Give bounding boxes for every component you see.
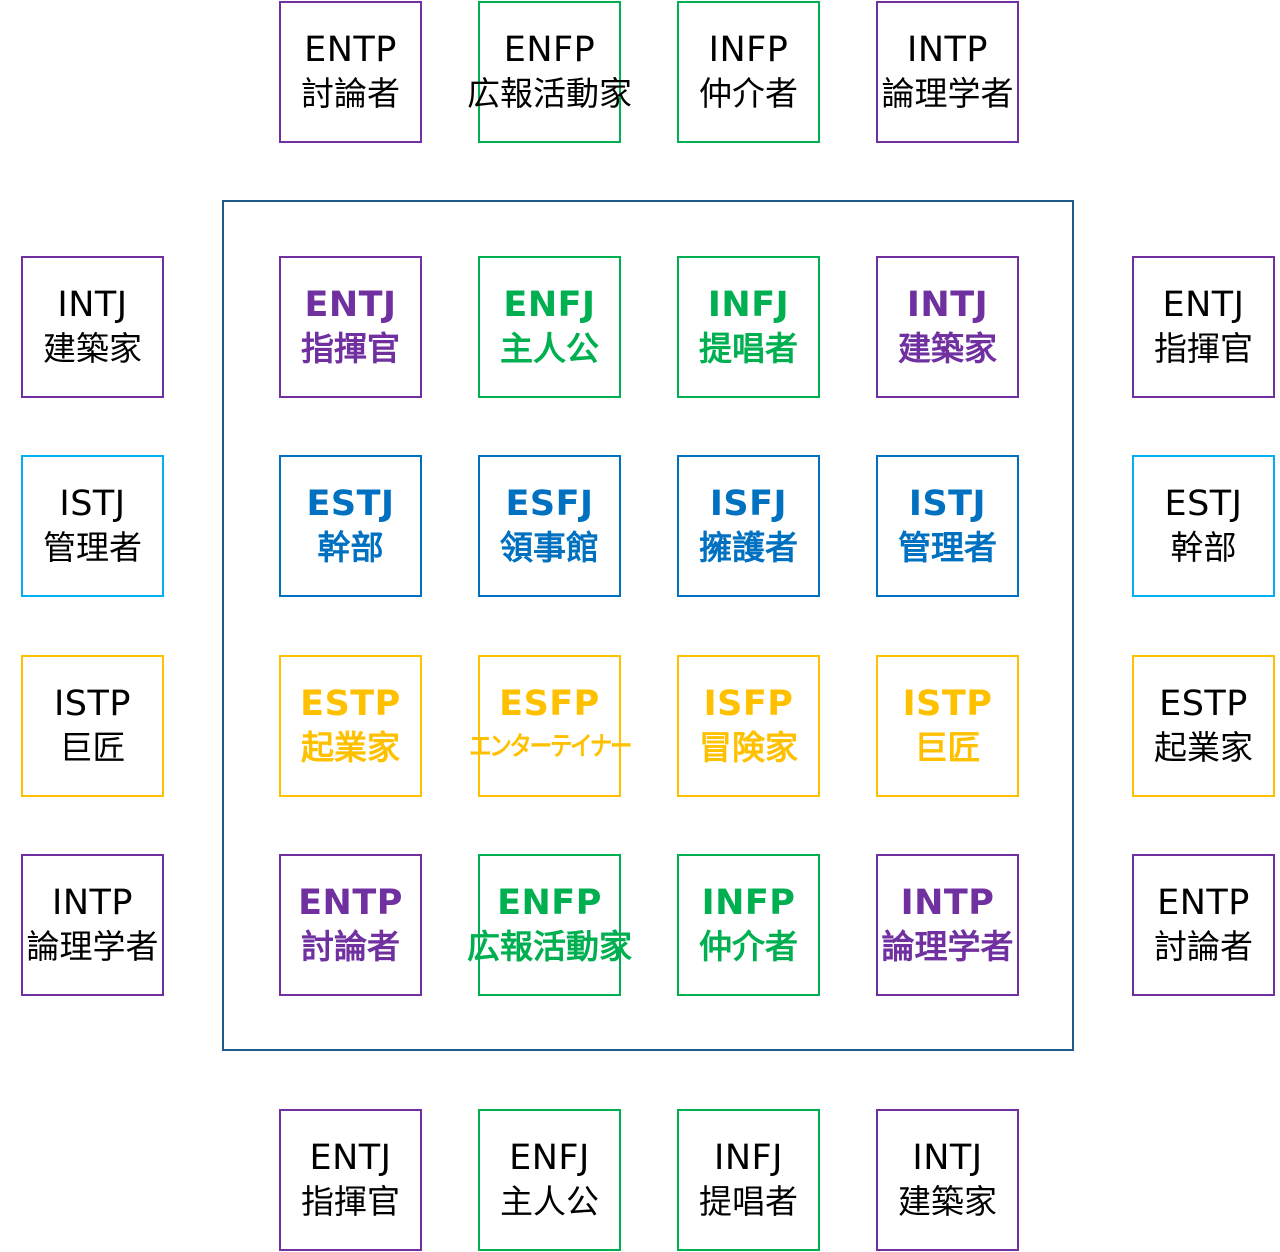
type-name: 管理者	[43, 528, 142, 567]
type-name: 提唱者	[699, 1182, 798, 1221]
type-code: ISTJ	[59, 484, 126, 524]
type-code: INTJ	[906, 285, 989, 325]
type-name: 論理学者	[881, 74, 1014, 113]
type-card-esfj-center: ESFJ 領事館	[478, 455, 621, 597]
type-name: 管理者	[898, 528, 997, 567]
type-card-istp-center: ISTP 巨匠	[876, 655, 1019, 797]
type-name: 建築家	[43, 329, 142, 368]
type-card-intp-top: INTP 論理学者	[876, 1, 1019, 143]
type-card-isfp-center: ISFP 冒険家	[677, 655, 820, 797]
type-code: ENTJ	[309, 1138, 392, 1178]
type-code: ISFJ	[709, 484, 788, 524]
type-code: ENTJ	[304, 285, 397, 325]
type-card-enfj-center: ENFJ 主人公	[478, 256, 621, 398]
type-card-istj-left: ISTJ 管理者	[21, 455, 164, 597]
type-code: INFJ	[707, 285, 790, 325]
type-card-esfp-center: ESFP エンターテイナー	[469, 655, 632, 797]
type-name: 建築家	[898, 329, 997, 368]
type-code: ENTJ	[1162, 285, 1245, 325]
type-name: 巨匠	[914, 728, 981, 767]
type-code: INTJ	[57, 285, 128, 325]
type-code: ISTP	[902, 684, 993, 724]
type-card-intp-left: INTP 論理学者	[21, 854, 164, 996]
type-name: 領事館	[500, 528, 599, 567]
type-code: INTP	[900, 883, 995, 923]
type-name: 討論者	[301, 74, 400, 113]
type-name: 広報活動家	[467, 74, 632, 113]
type-name: 指揮官	[1154, 329, 1253, 368]
type-card-intj-bottom: INTJ 建築家	[876, 1109, 1019, 1251]
type-name: 指揮官	[301, 329, 400, 368]
type-name: 擁護者	[699, 528, 798, 567]
type-card-estj-center: ESTJ 幹部	[279, 455, 422, 597]
type-code: ISFP	[703, 684, 794, 724]
type-name: 主人公	[500, 1182, 599, 1221]
type-name: 提唱者	[699, 329, 798, 368]
type-card-infj-center: INFJ 提唱者	[677, 256, 820, 398]
type-code: ESTJ	[1164, 484, 1243, 524]
type-card-entp-right: ENTP 討論者	[1132, 854, 1275, 996]
type-name: 起業家	[1154, 728, 1253, 767]
type-card-intp-center: INTP 論理学者	[876, 854, 1019, 996]
type-name: 幹部	[1170, 528, 1237, 567]
type-name: 主人公	[500, 329, 599, 368]
type-card-enfp-center: ENFP 広報活動家	[467, 854, 632, 996]
type-name: 仲介者	[699, 74, 798, 113]
type-name: 論理学者	[26, 927, 159, 966]
type-card-enfj-bottom: ENFJ 主人公	[478, 1109, 621, 1251]
type-code: ENTP	[1157, 883, 1250, 923]
type-card-entj-right: ENTJ 指揮官	[1132, 256, 1275, 398]
type-code: ISTP	[53, 684, 132, 724]
type-name: 広報活動家	[467, 927, 632, 966]
type-code: ENTP	[304, 30, 397, 70]
type-card-istj-center: ISTJ 管理者	[876, 455, 1019, 597]
type-card-intj-left: INTJ 建築家	[21, 256, 164, 398]
type-card-infp-center: INFP 仲介者	[677, 854, 820, 996]
type-name: 建築家	[898, 1182, 997, 1221]
type-card-infj-bottom: INFJ 提唱者	[677, 1109, 820, 1251]
type-card-entj-center: ENTJ 指揮官	[279, 256, 422, 398]
type-card-entp-center: ENTP 討論者	[279, 854, 422, 996]
center-grid-frame	[222, 200, 1074, 1051]
type-code: INFP	[708, 30, 789, 70]
type-name: 仲介者	[699, 927, 798, 966]
type-name: 論理学者	[881, 927, 1014, 966]
type-code: INTP	[52, 883, 133, 923]
type-code: ENTP	[298, 883, 403, 923]
type-card-infp-top: INFP 仲介者	[677, 1, 820, 143]
type-name: 討論者	[1154, 927, 1253, 966]
type-card-entp-top: ENTP 討論者	[279, 1, 422, 143]
type-code: ISTJ	[908, 484, 987, 524]
type-code: INFJ	[714, 1138, 783, 1178]
type-name: 討論者	[301, 927, 400, 966]
type-card-enfp-top: ENFP 広報活動家	[467, 1, 632, 143]
type-card-estj-right: ESTJ 幹部	[1132, 455, 1275, 597]
type-card-isfj-center: ISFJ 擁護者	[677, 455, 820, 597]
type-code: ENFJ	[503, 285, 596, 325]
type-code: ENFJ	[509, 1138, 590, 1178]
type-card-estp-right: ESTP 起業家	[1132, 655, 1275, 797]
type-name: 起業家	[301, 728, 400, 767]
type-code: ENFP	[503, 30, 596, 70]
type-name: エンターテイナー	[468, 732, 632, 762]
type-card-estp-center: ESTP 起業家	[279, 655, 422, 797]
type-card-intj-center: INTJ 建築家	[876, 256, 1019, 398]
type-code: INTJ	[912, 1138, 983, 1178]
type-code: ESTP	[300, 684, 401, 724]
type-code: ENFP	[497, 883, 602, 923]
type-name: 冒険家	[699, 728, 798, 767]
type-code: INFP	[701, 883, 796, 923]
type-name: 指揮官	[301, 1182, 400, 1221]
type-card-istp-left: ISTP 巨匠	[21, 655, 164, 797]
type-card-entj-bottom: ENTJ 指揮官	[279, 1109, 422, 1251]
type-code: ESTJ	[306, 484, 395, 524]
type-code: ESFJ	[505, 484, 594, 524]
type-code: ESFP	[499, 684, 600, 724]
type-name: 幹部	[317, 528, 384, 567]
type-name: 巨匠	[59, 728, 126, 767]
type-code: INTP	[907, 30, 988, 70]
type-code: ESTP	[1159, 684, 1248, 724]
